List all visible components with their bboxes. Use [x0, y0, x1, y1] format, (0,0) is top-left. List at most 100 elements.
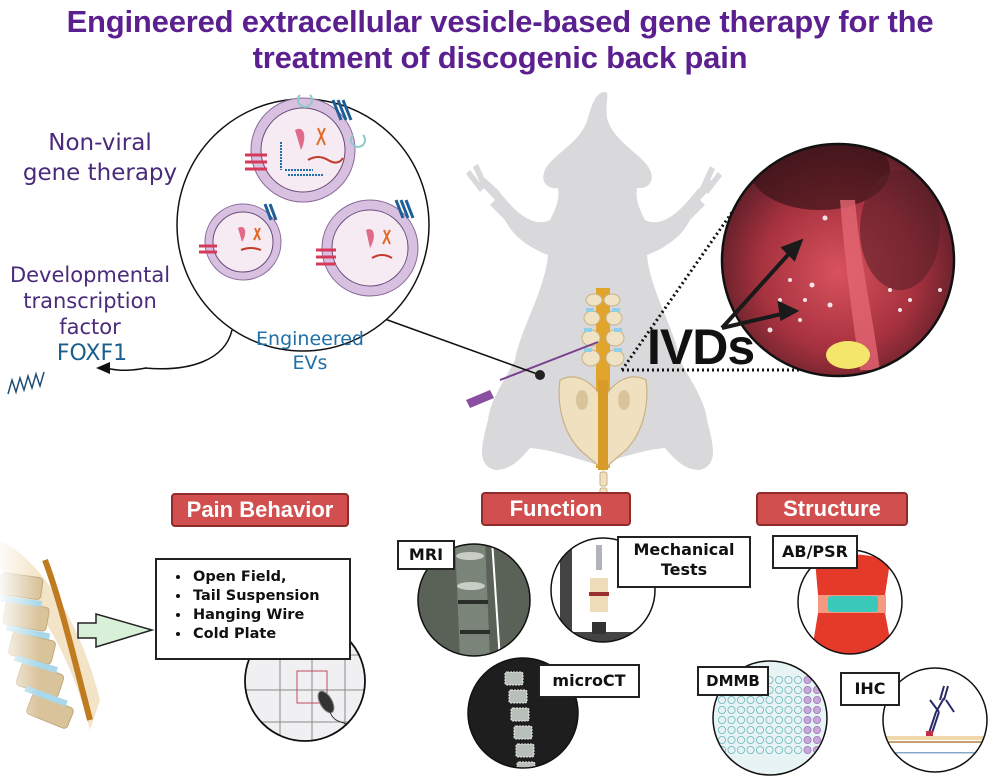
ihc-illustration	[882, 667, 988, 773]
ev-vesicle	[199, 203, 282, 281]
plate-well	[803, 686, 812, 695]
plate-well	[803, 716, 812, 725]
plate-well	[775, 716, 784, 725]
plate-well	[794, 706, 803, 715]
plate-well	[718, 736, 727, 745]
plate-well	[775, 746, 784, 755]
plate-well	[718, 706, 727, 715]
plate-well	[803, 746, 812, 755]
plate-well	[765, 726, 774, 735]
plate-well	[794, 746, 803, 755]
pain-tests-box: Open Field, Tail Suspension Hanging Wire…	[155, 558, 351, 660]
plate-well	[784, 676, 793, 685]
plate-well	[756, 726, 765, 735]
plate-well	[746, 746, 755, 755]
injection-point-marker	[535, 370, 545, 380]
title-line-1: Engineered extracellular vesicle-based g…	[66, 4, 934, 39]
needle-icon	[466, 341, 599, 408]
plate-well	[737, 736, 746, 745]
mri-label: MRI	[397, 540, 455, 570]
engineered-evs-label: Engineered EVs	[240, 327, 380, 375]
plate-well	[756, 736, 765, 745]
plate-well	[727, 736, 736, 745]
plate-well	[727, 696, 736, 705]
plate-well	[794, 726, 803, 735]
plate-well	[737, 746, 746, 755]
ihc-label: IHC	[840, 672, 900, 706]
plate-well	[784, 716, 793, 725]
plate-well	[784, 746, 793, 755]
mech-line-1: Mechanical	[633, 540, 735, 559]
plate-well	[813, 726, 822, 735]
pain-test-item: Open Field,	[191, 568, 349, 587]
pain-test-item: Cold Plate	[191, 625, 349, 644]
plate-well	[784, 726, 793, 735]
plate-well	[775, 726, 784, 735]
plate-well	[794, 696, 803, 705]
dev-line-3: factor	[59, 315, 121, 339]
plate-well	[737, 696, 746, 705]
plate-well	[746, 696, 755, 705]
plate-well	[765, 706, 774, 715]
ivd-surgical-photo	[720, 142, 956, 378]
plate-well	[737, 716, 746, 725]
developmental-factor-label: Developmental transcription factor	[2, 262, 178, 340]
plate-well	[813, 736, 822, 745]
plate-well	[775, 736, 784, 745]
ev-label-line-1: Engineered	[256, 328, 364, 350]
plate-well	[803, 736, 812, 745]
plate-well	[746, 706, 755, 715]
plate-well	[718, 726, 727, 735]
dna-squiggle-icon	[7, 371, 45, 395]
page-title: Engineered extracellular vesicle-based g…	[0, 4, 1000, 76]
structure-tag: Structure	[756, 492, 908, 526]
plate-well	[775, 706, 784, 715]
plate-well	[803, 696, 812, 705]
plate-well	[794, 686, 803, 695]
gene-name-label: FOXF1	[56, 341, 128, 366]
plate-well	[775, 676, 784, 685]
plate-well	[737, 726, 746, 735]
pain-test-item: Tail Suspension	[191, 587, 349, 606]
ev-vesicle	[245, 94, 366, 203]
plate-well	[784, 696, 793, 705]
plate-well	[813, 716, 822, 725]
plate-well	[718, 716, 727, 725]
plate-well	[765, 716, 774, 725]
plate-well	[784, 736, 793, 745]
plate-well	[756, 706, 765, 715]
pain-behavior-tag: Pain Behavior	[171, 493, 349, 527]
microct-label: microCT	[538, 664, 640, 698]
plate-well	[803, 726, 812, 735]
title-line-2: treatment of discogenic back pain	[252, 40, 748, 75]
mech-line-2: Tests	[660, 560, 708, 579]
pain-tests-list: Open Field, Tail Suspension Hanging Wire…	[157, 568, 349, 644]
plate-well	[803, 676, 812, 685]
ivds-label: IVDs	[647, 319, 755, 375]
connector-line	[381, 317, 541, 376]
nonviral-line-2: gene therapy	[22, 160, 178, 186]
plate-well	[756, 716, 765, 725]
ev-vesicle	[316, 199, 419, 297]
plate-well	[746, 726, 755, 735]
plate-well	[813, 706, 822, 715]
dev-line-2: transcription	[23, 289, 157, 313]
plate-well	[756, 696, 765, 705]
plate-well	[784, 686, 793, 695]
pain-test-item: Hanging Wire	[191, 606, 349, 625]
function-tag: Function	[481, 492, 631, 526]
plate-well	[727, 726, 736, 735]
ab-psr-label: AB/PSR	[772, 535, 858, 569]
plate-well	[727, 706, 736, 715]
nonviral-line-1: Non-viral	[48, 130, 152, 156]
plate-well	[737, 706, 746, 715]
plate-well	[718, 696, 727, 705]
plate-well	[803, 706, 812, 715]
plate-well	[794, 736, 803, 745]
plate-well	[794, 716, 803, 725]
plate-well	[794, 676, 803, 685]
plate-well	[813, 696, 822, 705]
plate-well	[765, 696, 774, 705]
plate-well	[727, 746, 736, 755]
plate-well	[784, 706, 793, 715]
